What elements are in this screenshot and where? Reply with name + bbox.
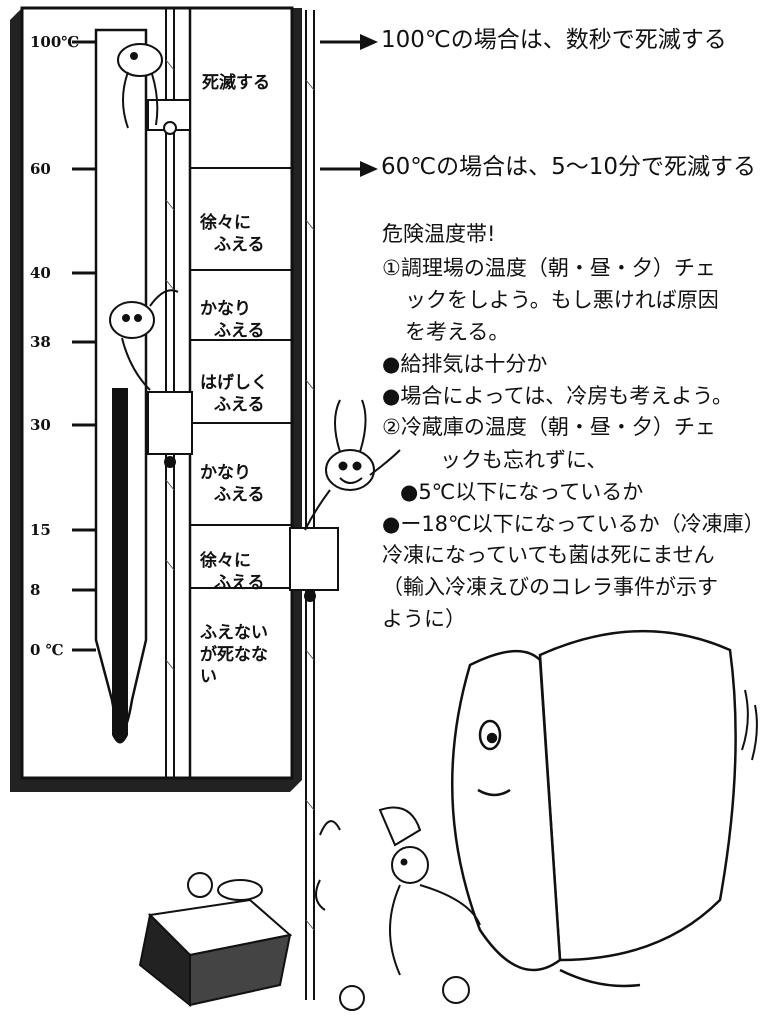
pulley-right [304, 590, 316, 602]
zone-label: はげしくふえる [200, 373, 268, 415]
refrigerator-character [451, 629, 737, 988]
zone-label: かなりふえる [200, 299, 265, 341]
bacteria-character-right [304, 399, 401, 531]
tick-label: 60 [30, 160, 51, 178]
tick-label: 30 [30, 416, 51, 434]
tick-label: 40 [30, 264, 51, 282]
notes-item2-line1: ②冷蔵庫の温度（朝・昼・夕）チェ [382, 415, 716, 439]
notes-item1-line1: ①調理場の温度（朝・昼・夕）チェ [382, 256, 716, 280]
notes-warning-line1: 冷凍になっていても菌は死にません [382, 543, 715, 567]
notes-warning-line3: ように） [382, 607, 466, 631]
pulley-top [163, 121, 177, 135]
elevator-box-middle [147, 391, 193, 455]
fish-crate [138, 872, 293, 1008]
tick-label: 15 [30, 521, 51, 539]
tick-label: 100℃ [30, 33, 79, 51]
notes-bullet4: ●ー18℃以下になっているか（冷凍庫） [382, 512, 765, 536]
motion-lines [315, 689, 758, 911]
cook-character [378, 806, 481, 976]
notes-bullet2: ●場合によっては、冷房も考えよう。 [382, 384, 733, 408]
zone-label: ふえないが死なない [200, 623, 268, 687]
notes-item1-line2: ックをしよう。もし悪ければ原因 [405, 288, 719, 312]
zone-label-layer: 死滅する徐々にふえるかなりふえるはげしくふえるかなりふえる徐々にふえるふえないが… [199, 72, 270, 687]
mercury-column [112, 388, 128, 744]
callout-60-text: 60℃の場合は、5〜10分で死滅する [381, 154, 756, 180]
notes-bullet1: ●給排気は十分か [382, 352, 548, 376]
notes-item1-line3: を考える。 [405, 320, 510, 344]
callout-100-text: 100℃の場合は、数秒で死滅する [381, 27, 727, 53]
pulley-middle [164, 456, 176, 468]
zone-separators [190, 167, 292, 589]
tick-layer: 100℃ 60 40 38 30 15 8 0 ℃ [30, 33, 96, 659]
notes-bullet3: ●5℃以下になっているか [400, 480, 644, 504]
tick-label: 8 [30, 581, 40, 599]
fruits [339, 976, 470, 1011]
notes-item2-line2: ックも忘れずに、 [440, 448, 608, 472]
bacteria-character-middle [109, 289, 179, 391]
tick-label: 0 ℃ [30, 641, 64, 659]
notes-title: 危険温度帯! [382, 222, 496, 246]
tick-label: 38 [30, 333, 51, 351]
bacteria-character-top [117, 43, 163, 129]
zone-label: 徐々にふえる [199, 212, 265, 255]
zone-label: かなりふえる [200, 463, 265, 505]
zone-label: 死滅する [202, 72, 270, 93]
notes-warning-line2: （輸入冷凍えびのコレラ事件が示す [382, 575, 718, 599]
callout-arrow-60 [320, 161, 378, 177]
zone-label: 徐々にふえる [199, 550, 265, 593]
callout-arrow-100 [320, 34, 378, 50]
elevator-box-right [289, 527, 339, 591]
